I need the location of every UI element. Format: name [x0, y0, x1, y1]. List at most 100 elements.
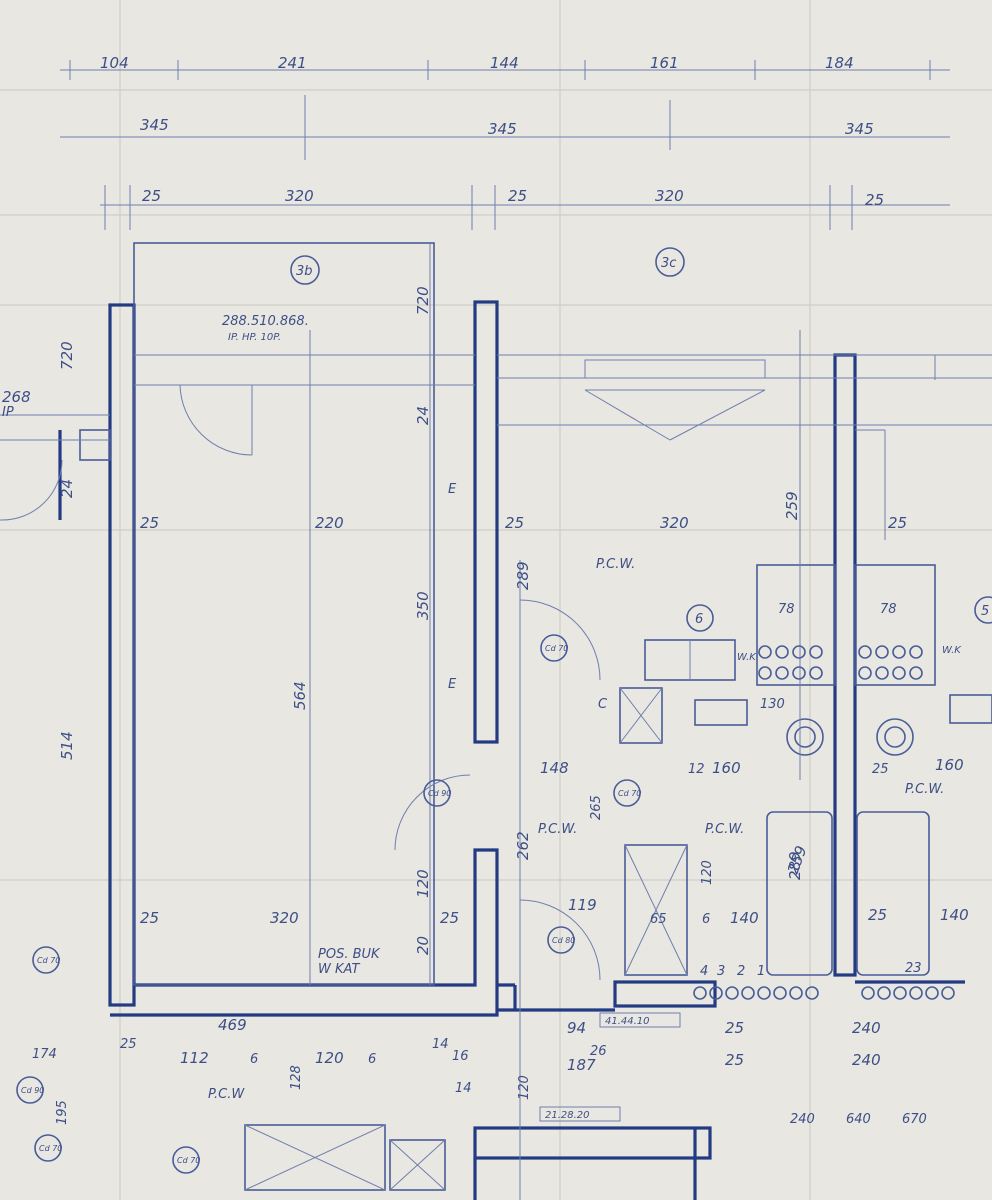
label-pcw-3: P.C.W. — [705, 822, 744, 837]
door-tags: Cd 70 Cd 90 Cd 70 Cd 80 Cd 70 Cd 90 Cd 7… — [16, 634, 641, 1174]
radiator-circle — [809, 666, 823, 680]
bottom-dim-6b: 6 — [368, 1052, 376, 1067]
bath-dim-23: 23 — [905, 961, 922, 976]
radiator-symbols — [693, 645, 955, 1000]
room-dim-120: 120 — [414, 869, 432, 898]
bottom-note-1: 41.44.10 — [605, 1016, 650, 1027]
floor-note-sub: W KAT — [318, 962, 360, 977]
radiator-circle — [875, 645, 889, 659]
dim-top-2: 241 — [278, 54, 307, 72]
door-tag-7: Cd 70 — [39, 1144, 62, 1153]
room-dim-25d: 25 — [440, 909, 459, 927]
room-tag-5: 5 — [981, 604, 989, 619]
radiator-circle — [909, 645, 923, 659]
label-e-1: E — [448, 482, 457, 497]
left-dim-720: 720 — [58, 341, 76, 370]
bottom-dim-195: 195 — [55, 1100, 70, 1125]
bath-dim-140a: 140 — [730, 909, 759, 927]
radiator-circle — [775, 645, 789, 659]
room-dim-564: 564 — [291, 681, 309, 710]
bottom-dim-469: 469 — [218, 1016, 247, 1034]
radiator-circle — [861, 986, 875, 1000]
radiator-circle — [858, 645, 872, 659]
door-tag-4: Cd 80 — [552, 936, 575, 945]
dim-top-3: 144 — [490, 54, 519, 72]
radiator-circle — [757, 986, 771, 1000]
radiator-circle — [892, 645, 906, 659]
radiator-circle — [909, 986, 923, 1000]
radiator-circle — [893, 986, 907, 1000]
floor-note: POS. BUK — [318, 947, 381, 962]
bath-dim-78b: 78 — [880, 602, 897, 617]
bath-dimension-text: 320 25 259 78 78 148 12 160 160 25 120 1… — [540, 491, 969, 979]
radiator-circle — [758, 666, 772, 680]
dim-row3-4: 320 — [655, 187, 684, 205]
room-tags: 3b 3c 6 5 288.510.868. IP. HP. 10P. — [222, 247, 992, 632]
bath-dim-25: 25 — [888, 514, 907, 532]
dim-row2-3: 345 — [845, 120, 874, 138]
radiator-circle — [875, 666, 889, 680]
room-tag-6: 6 — [695, 612, 703, 627]
radiator-circle — [709, 986, 723, 1000]
door-tag-1: Cd 70 — [545, 644, 568, 653]
radiator-circle — [809, 645, 823, 659]
bottom-dim-112: 112 — [180, 1049, 209, 1067]
radiator-circle — [941, 986, 955, 1000]
bath-dim-25b: 25 — [872, 762, 889, 777]
room-dim-20: 20 — [414, 936, 432, 955]
bath-dim-65: 65 — [650, 912, 667, 927]
bath-dim-160a: 160 — [712, 759, 741, 777]
dim-row2-2: 345 — [488, 120, 517, 138]
bath-dim-320: 320 — [660, 514, 689, 532]
room-dim-320: 320 — [270, 909, 299, 927]
label-wk-1: W.K — [737, 652, 757, 663]
radiator-circle — [877, 986, 891, 1000]
radiator-circle — [792, 666, 806, 680]
radiator-circle — [909, 666, 923, 680]
room-dim-720b: 720 — [414, 286, 432, 315]
bath-dim-25c: 25 — [868, 906, 887, 924]
bath-dim-148: 148 — [540, 759, 569, 777]
dim-row3-2: 320 — [285, 187, 314, 205]
bath-dim-12: 12 — [688, 762, 705, 777]
bath-dim-1: 1 — [757, 964, 765, 979]
bottom-dim-120b: 120 — [517, 1075, 532, 1100]
bath-dim-120: 120 — [700, 860, 715, 885]
left-dim-268: 268 — [2, 388, 31, 406]
bottom-dim-128: 128 — [289, 1065, 304, 1090]
room-3b-outline — [0, 242, 475, 986]
bottom-dim-14a: 14 — [432, 1037, 449, 1052]
bath-dim-6: 6 — [702, 912, 710, 927]
label-pcw-5: P.C.W — [208, 1087, 245, 1102]
bottom-dim-25b: 25 — [725, 1051, 744, 1069]
bottom-dim-120: 120 — [315, 1049, 344, 1067]
dim-top-1: 104 — [100, 54, 129, 72]
bath-dim-265: 265 — [589, 795, 604, 820]
radiator-circle — [792, 645, 806, 659]
door-tag-5: Cd 70 — [37, 956, 60, 965]
room-dim-25b: 25 — [505, 514, 524, 532]
label-pcw-4: P.C.W. — [905, 782, 944, 797]
bottom-dim-240a: 240 — [852, 1019, 881, 1037]
bottom-dim-240c: 240 — [790, 1112, 815, 1127]
radiator-circle — [725, 986, 739, 1000]
bottom-dim-174: 174 — [32, 1047, 57, 1062]
room-labels: P.C.W. P.C.W. P.C.W. P.C.W. P.C.W E E C … — [208, 482, 962, 1102]
bath-dim-259: 259 — [783, 491, 801, 520]
label-pcw-1: P.C.W. — [596, 557, 635, 572]
room-dim-350: 350 — [414, 591, 432, 620]
door-tag-6: Cd 90 — [21, 1086, 44, 1095]
room-tag-3c: 3c — [661, 256, 676, 271]
left-dimension-text: 720 514 24 268 IP — [2, 341, 76, 760]
label-wk-2: W.K — [942, 645, 962, 656]
bottom-dim-94: 94 — [567, 1019, 586, 1037]
bottom-dim-670: 670 — [902, 1112, 927, 1127]
left-dim-514: 514 — [58, 731, 76, 760]
bottom-dim-26: 26 — [590, 1044, 607, 1059]
room-dim-289a: 289 — [514, 561, 532, 590]
bath-dim-119: 119 — [568, 896, 597, 914]
bath-dim-4: 4 — [700, 964, 708, 979]
bottom-dim-240b: 240 — [852, 1051, 881, 1069]
door-tag-2: Cd 90 — [428, 789, 451, 798]
